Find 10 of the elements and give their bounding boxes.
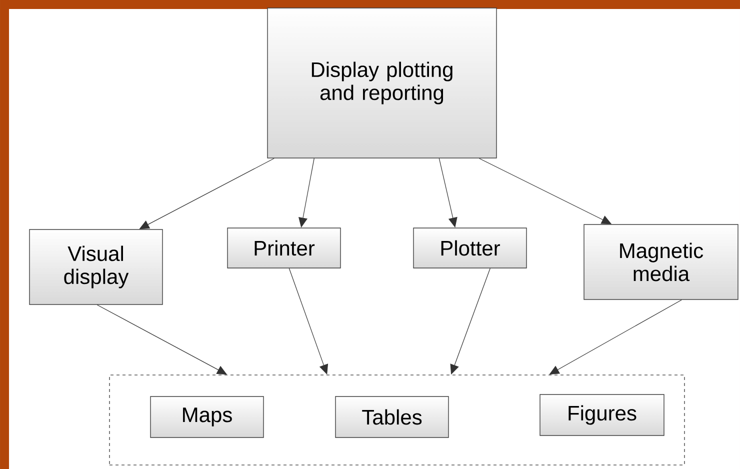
process-box: Magnetic media <box>584 224 738 300</box>
process-box: Maps <box>150 396 264 438</box>
process-box: Plotter <box>413 228 527 268</box>
process-box: Printer <box>227 228 341 268</box>
process-box: Visual display <box>29 229 163 305</box>
process-box: Figures <box>540 394 664 436</box>
arrow <box>549 300 682 375</box>
process-box: Display plotting and reporting <box>267 8 497 158</box>
process-box: Tables <box>335 396 449 438</box>
group-frame <box>109 374 685 466</box>
